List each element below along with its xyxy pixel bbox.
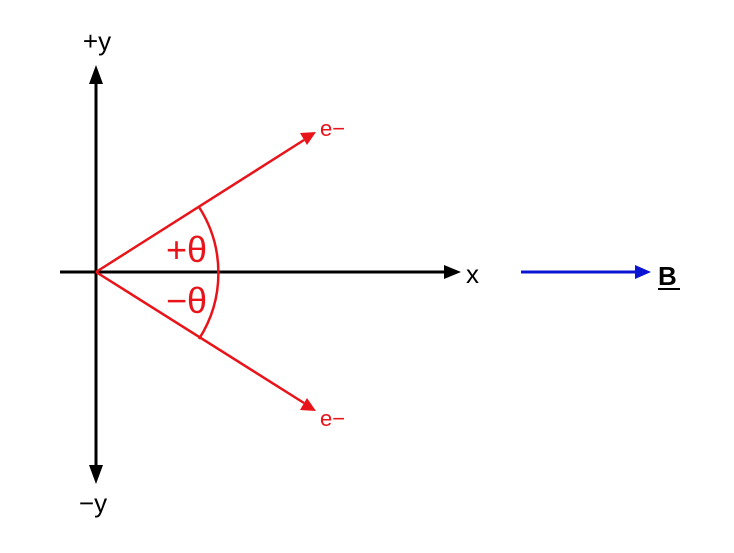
upper-electron-label: e− [320,116,345,141]
electron-paths [95,132,316,411]
field-arrowhead [635,265,651,279]
y-axis [89,65,103,484]
field-label: B [658,261,677,291]
upper-electron-path [95,138,305,274]
y-axis-down-arrowhead [89,465,103,484]
y-negative-label: −y [79,488,107,518]
angle-arc [197,206,220,340]
upper-electron-arrowhead [300,132,316,145]
field-arrow [521,265,680,290]
positive-theta-label: +θ [166,229,207,270]
lower-electron-arrowhead [300,398,316,411]
negative-theta-label: −θ [166,280,207,321]
x-axis-arrowhead [444,265,461,279]
y-axis-up-arrowhead [89,65,103,84]
lower-electron-label: e− [320,406,345,431]
y-positive-label: +y [83,26,111,56]
x-axis-label: x [466,259,479,289]
x-axis [60,265,461,279]
